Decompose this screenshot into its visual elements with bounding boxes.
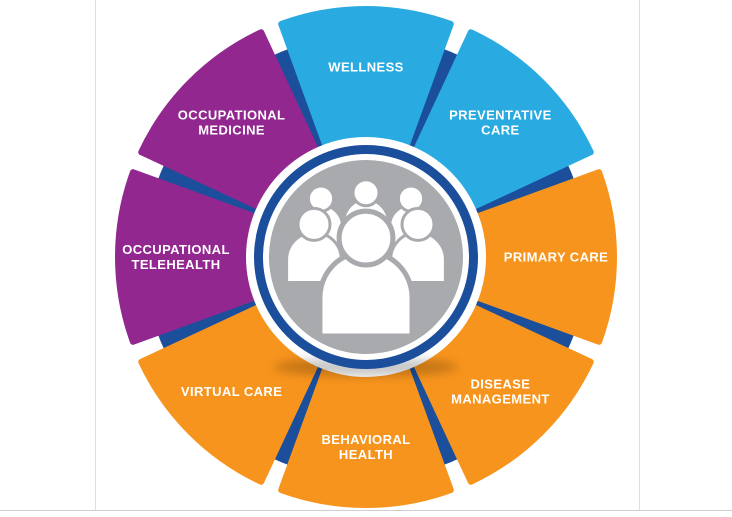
people-group-icon	[285, 178, 447, 339]
segment-label-wellness: WELLNESS	[328, 60, 403, 75]
segment-occupational-medicine	[138, 29, 319, 210]
person-silhouette	[317, 208, 415, 339]
segment-preventative-care	[413, 29, 594, 210]
segments-group	[115, 6, 617, 508]
segment-disease-management	[413, 304, 594, 485]
segment-label-primary-care: PRIMARY CARE	[504, 250, 608, 265]
page-left-edge	[95, 0, 96, 511]
page-right-edge	[639, 0, 640, 511]
page-bottom-edge	[0, 510, 732, 511]
segment-label-virtual-care: VIRTUAL CARE	[181, 384, 282, 399]
segment-virtual-care	[138, 304, 319, 485]
